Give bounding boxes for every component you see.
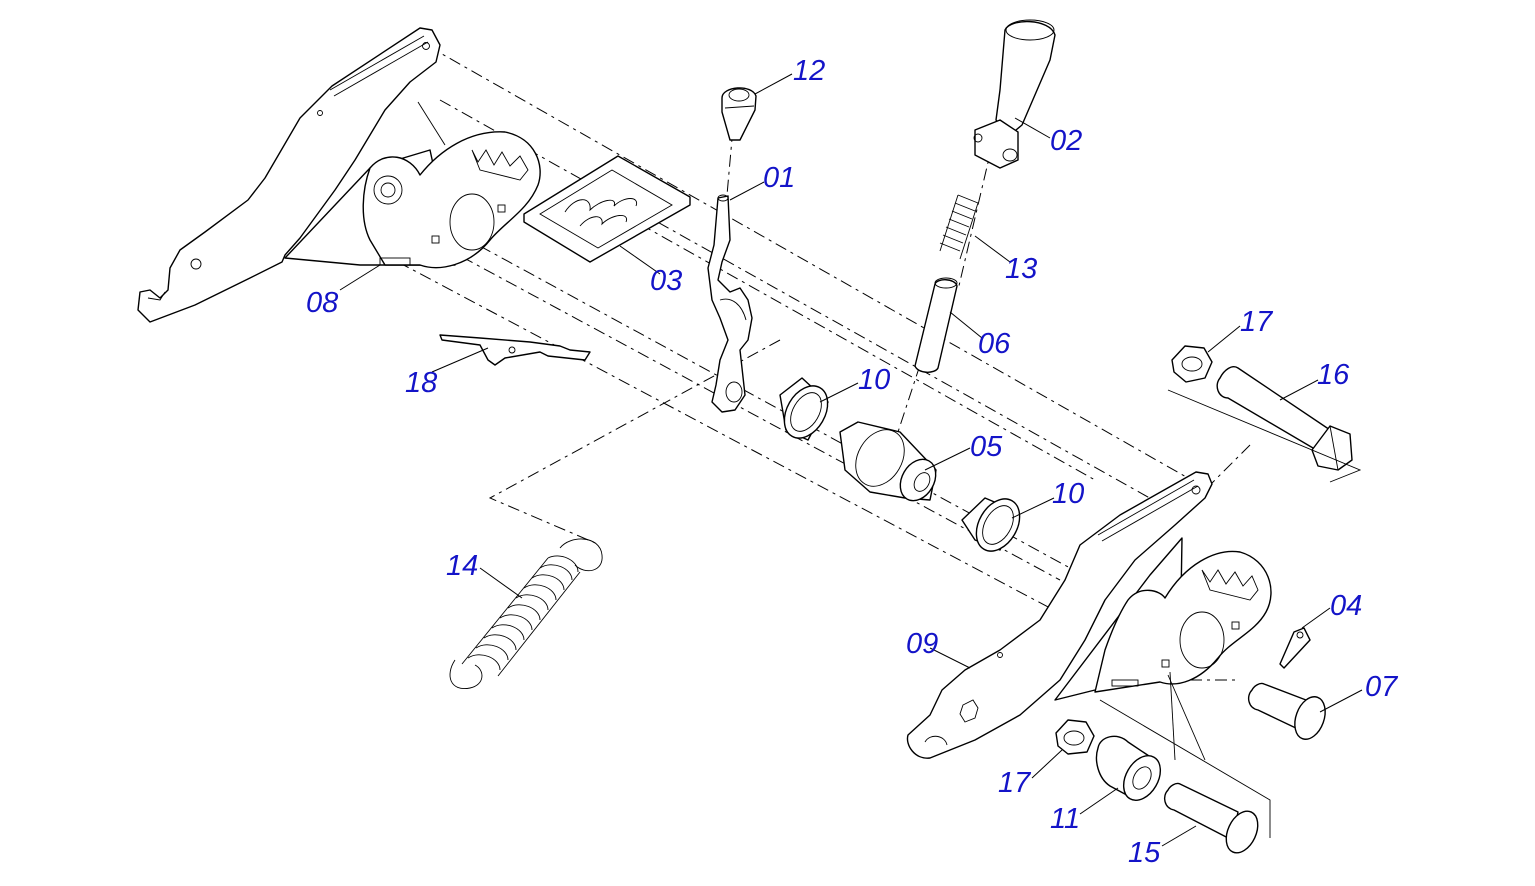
label-part-12: 12 bbox=[793, 55, 825, 87]
label-part-15: 15 bbox=[1128, 837, 1161, 869]
bracket-plate-09 bbox=[906, 471, 1272, 761]
knob-02 bbox=[973, 19, 1056, 169]
spacer-11 bbox=[1095, 735, 1162, 801]
bushing-10b bbox=[961, 497, 1021, 552]
label-part-04: 04 bbox=[1330, 590, 1362, 622]
label-part-14: 14 bbox=[446, 550, 478, 582]
label-part-02: 02 bbox=[1050, 125, 1082, 157]
cotter-pin-04 bbox=[1279, 627, 1311, 669]
label-part-09: 09 bbox=[906, 628, 938, 660]
extension-spring-14 bbox=[449, 538, 603, 690]
bushing-10a bbox=[779, 377, 829, 441]
label-part-11: 11 bbox=[1050, 803, 1080, 835]
bracket-plate-08 bbox=[137, 27, 541, 323]
label-part-05: 05 bbox=[970, 431, 1003, 463]
label-part-16: 16 bbox=[1317, 359, 1350, 391]
label-part-07: 07 bbox=[1365, 671, 1399, 703]
label-part-10-upper: 10 bbox=[858, 364, 890, 396]
label-part-03: 03 bbox=[650, 265, 682, 297]
label-part-01: 01 bbox=[763, 162, 795, 194]
spring-13 bbox=[939, 194, 979, 260]
label-part-17-upper: 17 bbox=[1240, 306, 1274, 338]
leader-lines bbox=[339, 73, 1363, 847]
nut-17a bbox=[1171, 345, 1213, 383]
bolt-16 bbox=[1167, 366, 1362, 483]
knob-12 bbox=[721, 87, 757, 141]
pin-06 bbox=[914, 277, 958, 373]
shift-lever-01 bbox=[707, 194, 753, 413]
nut-17b bbox=[1055, 719, 1095, 755]
part-labels: 12 01 02 03 13 06 08 18 10 05 10 14 09 1… bbox=[306, 55, 1399, 869]
clevis-pin-15 bbox=[1099, 699, 1271, 854]
pivot-hub-05 bbox=[839, 421, 937, 502]
label-part-10-lower: 10 bbox=[1052, 478, 1084, 510]
label-part-08: 08 bbox=[306, 287, 338, 319]
label-part-13: 13 bbox=[1005, 253, 1037, 285]
label-part-18: 18 bbox=[405, 367, 437, 399]
pin-07 bbox=[1247, 682, 1326, 740]
latch-18 bbox=[439, 334, 591, 366]
gate-plate-03 bbox=[523, 155, 691, 263]
label-part-17-lower: 17 bbox=[998, 767, 1032, 799]
label-part-06: 06 bbox=[978, 328, 1011, 360]
